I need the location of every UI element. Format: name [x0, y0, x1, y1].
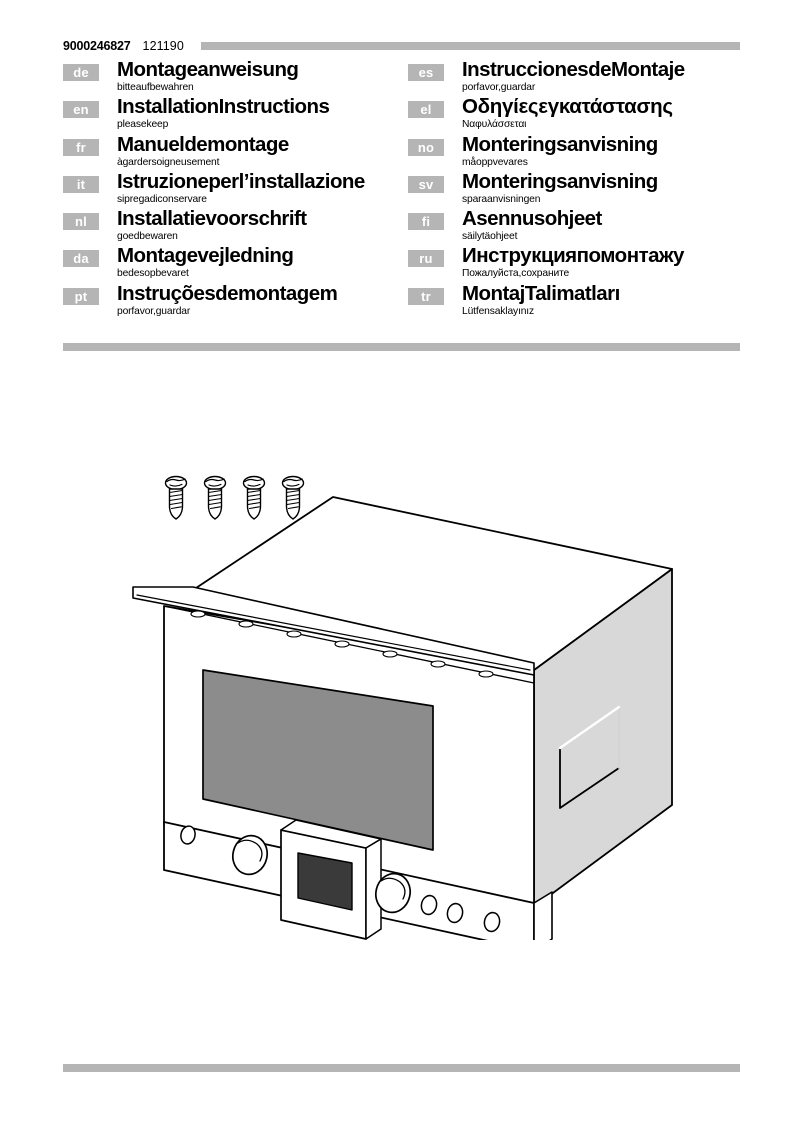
language-row-es: es InstruccionesdeMontaje porfavor,guard…	[408, 58, 748, 99]
document-date-code: 121190	[142, 39, 184, 53]
screw-icon-3	[242, 475, 266, 520]
language-subtitle-el: Ναφυλάσσεται	[462, 119, 527, 131]
language-title-no: Monteringsanvisning	[462, 132, 658, 156]
header-rule	[200, 42, 740, 50]
language-row-fi: fi Asennusohjeet säilytäohjeet	[408, 207, 748, 248]
language-subtitle-it: sipregadiconservare	[117, 193, 207, 205]
language-tag-pt: pt	[63, 287, 99, 305]
language-title-de: Montageanweisung	[117, 58, 299, 81]
language-tag-de: de	[63, 64, 99, 81]
push-button-3	[483, 911, 501, 933]
viewing-window	[202, 669, 434, 851]
language-subtitle-sv: sparaanvisningen	[462, 193, 541, 205]
footer-rule	[63, 1064, 740, 1072]
language-row-el: el Οδηγίεςεγκατάστασης Ναφυλάσσεται	[408, 95, 748, 136]
language-subtitle-en: pleasekeep	[117, 119, 169, 131]
language-row-da: da Montagevejledning bedesopbevaret	[63, 244, 403, 285]
screw-icon-4	[281, 475, 305, 520]
language-tag-ru: ru	[408, 250, 444, 268]
language-tag-nl: nl	[63, 213, 99, 231]
language-subtitle-ru: Пожалуйста,сохраните	[462, 268, 570, 280]
language-title-ru: Инструкцияпомонтажу	[462, 244, 684, 268]
language-column-right: es InstruccionesdeMontaje porfavor,guard…	[408, 58, 748, 323]
language-title-fi: Asennusohjeet	[462, 207, 602, 231]
language-row-tr: tr MontajTalimatları Lütfensaklayınız	[408, 282, 748, 323]
appliance-illustration	[60, 470, 750, 940]
language-row-pt: pt Instruçõesdemontagem porfavor,guardar	[63, 282, 403, 323]
language-tag-it: it	[63, 175, 99, 193]
language-subtitle-de: bitteaufbewahren	[117, 82, 194, 93]
language-row-sv: sv Monteringsanvisning sparaanvisningen	[408, 170, 748, 211]
document-header: 9000246827 121190	[63, 38, 740, 54]
document-number: 9000246827	[63, 39, 131, 53]
section-divider-rule	[63, 343, 740, 351]
language-row-ru: ru Инструкцияпомонтажу Пожалуйста,сохран…	[408, 244, 748, 285]
language-title-block: de Montageanweisung bitteaufbewahren en …	[63, 58, 740, 324]
language-tag-no: no	[408, 138, 444, 156]
push-button-1	[420, 894, 438, 916]
language-tag-da: da	[63, 250, 99, 268]
indicator-lamp	[180, 825, 196, 845]
language-tag-en: en	[63, 101, 99, 119]
language-column-left: de Montageanweisung bitteaufbewahren en …	[63, 58, 403, 323]
language-title-fr: Manueldemontage	[117, 132, 289, 156]
timer-knob	[374, 872, 412, 914]
screw-icon-1	[164, 475, 188, 520]
language-subtitle-pt: porfavor,guardar	[117, 305, 191, 317]
language-subtitle-tr: Lütfensaklayınız	[462, 305, 535, 317]
language-title-es: InstruccionesdeMontaje	[462, 58, 685, 81]
digital-display	[297, 852, 353, 911]
language-title-tr: MontajTalimatları	[462, 281, 620, 305]
language-subtitle-no: måoppvevares	[462, 156, 528, 168]
language-tag-fr: fr	[63, 138, 99, 156]
control-panel-lip	[533, 891, 553, 940]
language-title-sv: Monteringsanvisning	[462, 169, 658, 193]
language-row-de: de Montageanweisung bitteaufbewahren	[63, 58, 403, 99]
language-subtitle-es: porfavor,guardar	[462, 82, 536, 93]
language-row-no: no Monteringsanvisning måoppvevares	[408, 133, 748, 174]
language-tag-tr: tr	[408, 287, 444, 305]
language-subtitle-da: bedesopbevaret	[117, 268, 189, 280]
language-title-it: Istruzioneperl’installazione	[117, 169, 365, 193]
language-tag-sv: sv	[408, 175, 444, 193]
language-row-fr: fr Manueldemontage àgardersoigneusement	[63, 133, 403, 174]
language-row-en: en InstallationInstructions pleasekeep	[63, 95, 403, 136]
language-title-el: Οδηγίεςεγκατάστασης	[462, 95, 673, 119]
language-title-pt: Instruçõesdemontagem	[117, 281, 338, 305]
language-tag-el: el	[408, 101, 444, 119]
door-hinge-trim	[132, 586, 535, 684]
language-title-nl: Installatievoorschrift	[117, 207, 307, 231]
language-title-da: Montagevejledning	[117, 244, 294, 268]
appliance-illustration-svg	[132, 475, 673, 940]
language-row-nl: nl Installatievoorschrift goedbewaren	[63, 207, 403, 248]
language-title-en: InstallationInstructions	[117, 95, 330, 119]
display-module	[280, 819, 382, 940]
language-subtitle-fi: säilytäohjeet	[462, 231, 518, 243]
screw-icon-group	[164, 475, 305, 520]
push-button-2	[446, 902, 464, 924]
screw-icon-2	[203, 475, 227, 520]
language-tag-es: es	[408, 64, 444, 81]
language-tag-fi: fi	[408, 213, 444, 231]
language-subtitle-fr: àgardersoigneusement	[117, 156, 220, 168]
language-subtitle-nl: goedbewaren	[117, 231, 178, 243]
function-selector-knob	[231, 834, 269, 876]
language-row-it: it Istruzioneperl’installazione sipregad…	[63, 170, 403, 211]
